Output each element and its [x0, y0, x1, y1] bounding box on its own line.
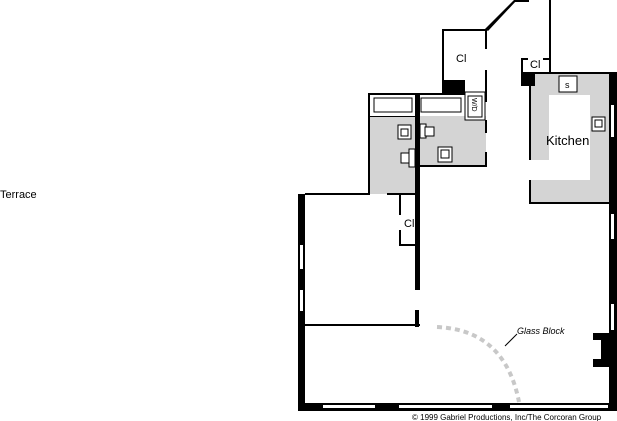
glass-block-label: Glass Block: [517, 326, 565, 336]
washer-dryer-label: W/D: [470, 98, 477, 112]
bath-right-floor: [420, 116, 486, 166]
bathtub-right: [420, 97, 462, 113]
window: [510, 405, 608, 408]
window: [611, 105, 614, 137]
window: [300, 290, 303, 311]
glass-block-leader: [504, 333, 518, 347]
windows: [300, 105, 614, 408]
closet-label: Cl: [456, 53, 466, 65]
window: [611, 214, 614, 239]
window: [300, 245, 303, 269]
fixtures: [373, 75, 606, 168]
window: [399, 405, 492, 408]
terrace-label: Terrace: [0, 189, 37, 201]
stove: [558, 75, 578, 93]
bathtub-left: [373, 97, 413, 113]
kitchen-opening: [529, 160, 590, 180]
closet-label: Cl: [404, 218, 414, 230]
window: [611, 304, 614, 330]
window: [323, 405, 375, 408]
glass-block-wall: [436, 325, 521, 403]
kitchen-label: Kitchen: [546, 133, 589, 148]
closet-label: Cl: [530, 59, 540, 71]
stove-label: s: [565, 80, 570, 90]
copyright: © 1999 Gabriel Productions, Inc/The Corc…: [412, 413, 602, 421]
